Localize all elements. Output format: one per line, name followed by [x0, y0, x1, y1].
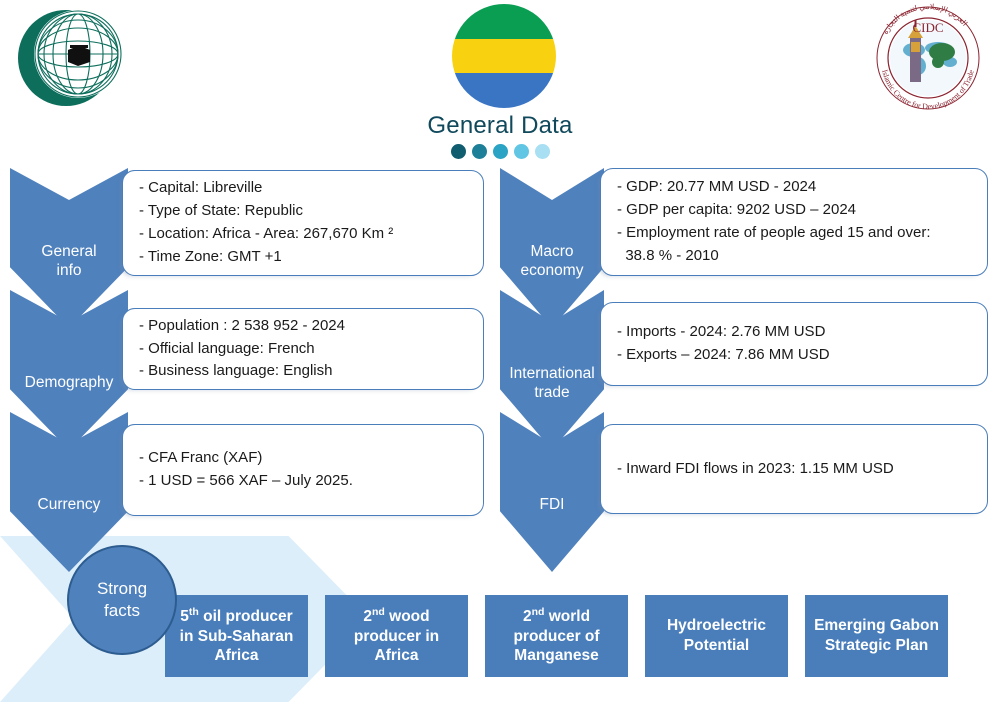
- chevron-general-info-label: General info: [41, 242, 97, 279]
- fact-box-gabon-strategic-plan-label: Emerging Gabon Strategic Plan: [814, 617, 939, 654]
- card-international-trade: - Imports - 2024: 2.76 MM USD - Exports …: [600, 302, 988, 386]
- svg-text:CIDC: CIDC: [912, 20, 943, 35]
- card-currency: - CFA Franc (XAF) - 1 USD = 566 XAF – Ju…: [122, 424, 484, 516]
- progress-dots: [0, 144, 1000, 159]
- fact-box-gabon-strategic-plan[interactable]: Emerging Gabon Strategic Plan: [805, 595, 948, 677]
- card-line: - Type of State: Republic: [139, 202, 303, 220]
- card-line: - Imports - 2024: 2.76 MM USD: [617, 323, 826, 341]
- strong-facts-label: Strong facts: [96, 578, 148, 620]
- chevron-currency-label: Currency: [37, 496, 101, 514]
- flag-band-yellow: [452, 38, 556, 74]
- card-line: - CFA Franc (XAF): [139, 449, 263, 467]
- flag-band-blue: [452, 73, 556, 108]
- card-line: - Employment rate of people aged 15 and …: [617, 224, 931, 264]
- card-line: - Population : 2 538 952 - 2024: [139, 316, 345, 334]
- card-general-info: - Capital: Libreville - Type of State: R…: [122, 170, 484, 276]
- kaaba-icon: [68, 45, 90, 66]
- minaret-icon: [908, 20, 923, 82]
- chevron-international-trade-label: International trade: [509, 364, 595, 401]
- dot-2: [471, 144, 487, 159]
- card-line: - GDP: 20.77 MM USD - 2024: [617, 178, 817, 196]
- fact-box-manganese-producer[interactable]: 2nd world producer of Manganese: [485, 595, 628, 677]
- chevron-macro-economy-label: Macro economy: [520, 242, 584, 279]
- card-line: - 1 USD = 566 XAF – July 2025.: [139, 472, 353, 489]
- card-line: - GDP per capita: 9202 USD – 2024: [617, 201, 857, 219]
- fact-box-hydroelectric-label: Hydroelectric Potential: [666, 617, 767, 654]
- dot-5: [534, 144, 550, 159]
- card-line: - Business language: English: [139, 362, 333, 380]
- dot-1: [450, 144, 466, 159]
- gabon-flag-circle: [452, 4, 556, 108]
- card-line: - Exports – 2024: 7.86 MM USD: [617, 346, 830, 363]
- fact-box-oil-producer[interactable]: 5th oil producer in Sub-Saharan Africa: [165, 595, 308, 677]
- page-title: General Data: [427, 112, 573, 139]
- dot-3: [492, 144, 508, 159]
- card-line: - Official language: French: [139, 339, 315, 357]
- fact-box-wood-producer-label: 2nd wood producer in Africa: [353, 605, 440, 665]
- dot-4: [513, 144, 529, 159]
- flag-band-green: [452, 4, 556, 39]
- cidc-logo: CIDC العربي الإسلامي لتنمية التجارة Isla…: [866, 2, 990, 114]
- card-line: - Inward FDI flows in 2023: 1.15 MM USD: [617, 459, 894, 477]
- map-africa-shape: [929, 43, 955, 68]
- chevron-demography-label: Demography: [24, 374, 114, 392]
- chevron-fdi-label: FDI: [539, 496, 565, 514]
- card-demography: - Population : 2 538 952 - 2024 - Offici…: [122, 308, 484, 390]
- fact-box-wood-producer[interactable]: 2nd wood producer in Africa: [325, 595, 468, 677]
- card-macro-economy: - GDP: 20.77 MM USD - 2024 - GDP per cap…: [600, 168, 988, 276]
- oic-logo: [8, 2, 132, 114]
- card-line: - Location: Africa - Area: 267,670 Km ²: [139, 225, 394, 242]
- fact-box-oil-producer-label: 5th oil producer in Sub-Saharan Africa: [179, 605, 294, 665]
- strong-facts-circle[interactable]: Strong facts: [67, 545, 177, 655]
- card-line: - Time Zone: GMT +1: [139, 247, 282, 265]
- card-line: - Capital: Libreville: [139, 179, 263, 197]
- fact-box-manganese-producer-label: 2nd world producer of Manganese: [513, 605, 600, 665]
- fact-box-hydroelectric[interactable]: Hydroelectric Potential: [645, 595, 788, 677]
- card-fdi: - Inward FDI flows in 2023: 1.15 MM USD: [600, 424, 988, 514]
